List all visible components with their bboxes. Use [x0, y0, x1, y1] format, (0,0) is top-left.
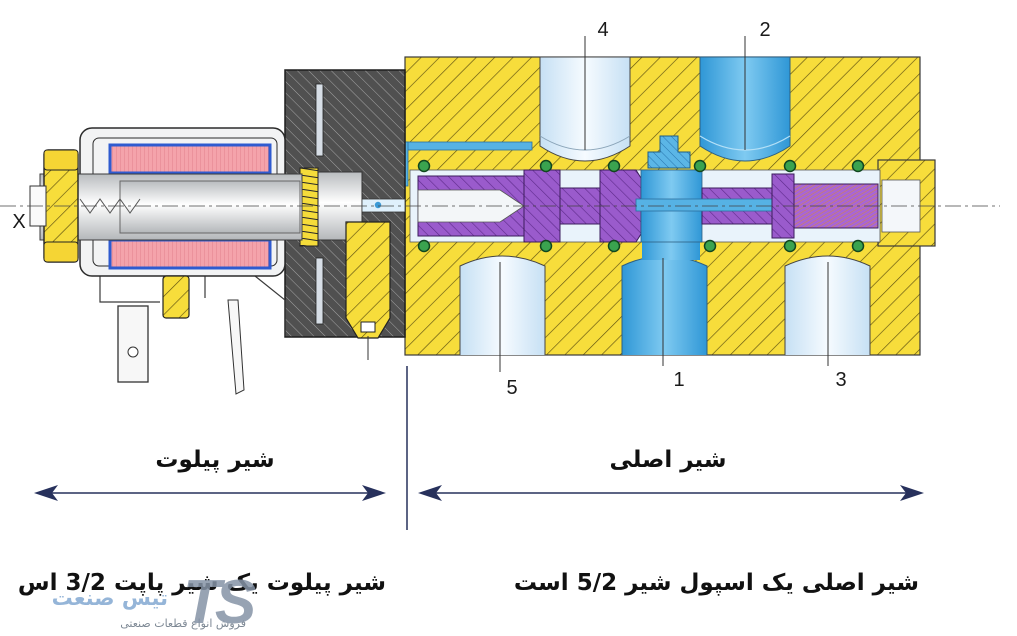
o-ring	[783, 239, 797, 253]
o-ring	[607, 159, 621, 173]
main-section-label: شیر اصلی	[609, 447, 727, 473]
pressure-feed-passage	[642, 240, 700, 260]
arrowhead-left	[418, 485, 442, 501]
watermark-tagline: فروش انواع قطعات صنعتی	[120, 617, 246, 630]
pilot-slot-top	[315, 83, 324, 157]
port-5-cavity	[459, 255, 546, 355]
pilot-section-label: شیر پیلوت	[155, 447, 275, 473]
solenoid	[29, 127, 303, 395]
pilot-valve	[284, 69, 406, 339]
port-1-label: 1	[673, 369, 684, 391]
o-ring	[539, 239, 553, 253]
pilot-span-arrow	[34, 485, 386, 501]
pilot-passage-dot	[374, 201, 382, 209]
arrowhead-right	[900, 485, 924, 501]
arrowhead-right	[362, 485, 386, 501]
o-ring	[607, 239, 621, 253]
pilot-exhaust-seat	[360, 321, 376, 333]
pilot-caption: شیر پیلوت یک شیر پاپت 3/2 اس	[17, 570, 386, 596]
leader-lines	[367, 36, 829, 372]
arrowhead-left	[34, 485, 58, 501]
connector-pin	[227, 299, 245, 395]
port-1-cavity	[621, 255, 708, 355]
spool-internal-channel	[635, 198, 789, 212]
watermark-logo: TS	[183, 568, 256, 636]
pilot-slot-bottom	[315, 257, 324, 325]
check-element	[647, 135, 691, 169]
nut-flat-top	[43, 149, 79, 171]
armature-spring	[79, 198, 141, 214]
o-ring	[703, 239, 717, 253]
manual-override	[162, 275, 190, 319]
port-5-label: 5	[506, 377, 517, 399]
port-2-label: 2	[759, 19, 770, 41]
o-ring	[851, 239, 865, 253]
coil-winding-top	[108, 143, 272, 175]
main-caption: شیر اصلی یک اسپول شیر 5/2 است	[513, 570, 919, 596]
pilot-spring	[299, 167, 319, 247]
o-ring	[417, 159, 431, 173]
housing-bracket	[99, 275, 286, 336]
main-valve	[397, 56, 936, 356]
pilot-passage	[361, 198, 406, 213]
pilot-supply-channel	[397, 141, 533, 151]
port-4-label: 4	[597, 19, 608, 41]
pilot-poppet	[345, 221, 391, 339]
o-rings	[417, 159, 865, 253]
connector-hole	[127, 346, 139, 358]
plunger	[119, 180, 301, 234]
port-3-label: 3	[835, 369, 846, 391]
connector-tab	[117, 305, 149, 383]
o-ring	[693, 159, 707, 173]
o-ring	[783, 159, 797, 173]
axis-label: X	[12, 211, 25, 233]
o-ring	[539, 159, 553, 173]
nut-flat-bottom	[43, 241, 79, 263]
coil-winding-bottom	[108, 238, 272, 270]
main-span-arrow	[418, 485, 924, 501]
watermark-brand: تیس صنعت	[51, 586, 168, 610]
o-ring	[417, 239, 431, 253]
o-ring	[851, 159, 865, 173]
